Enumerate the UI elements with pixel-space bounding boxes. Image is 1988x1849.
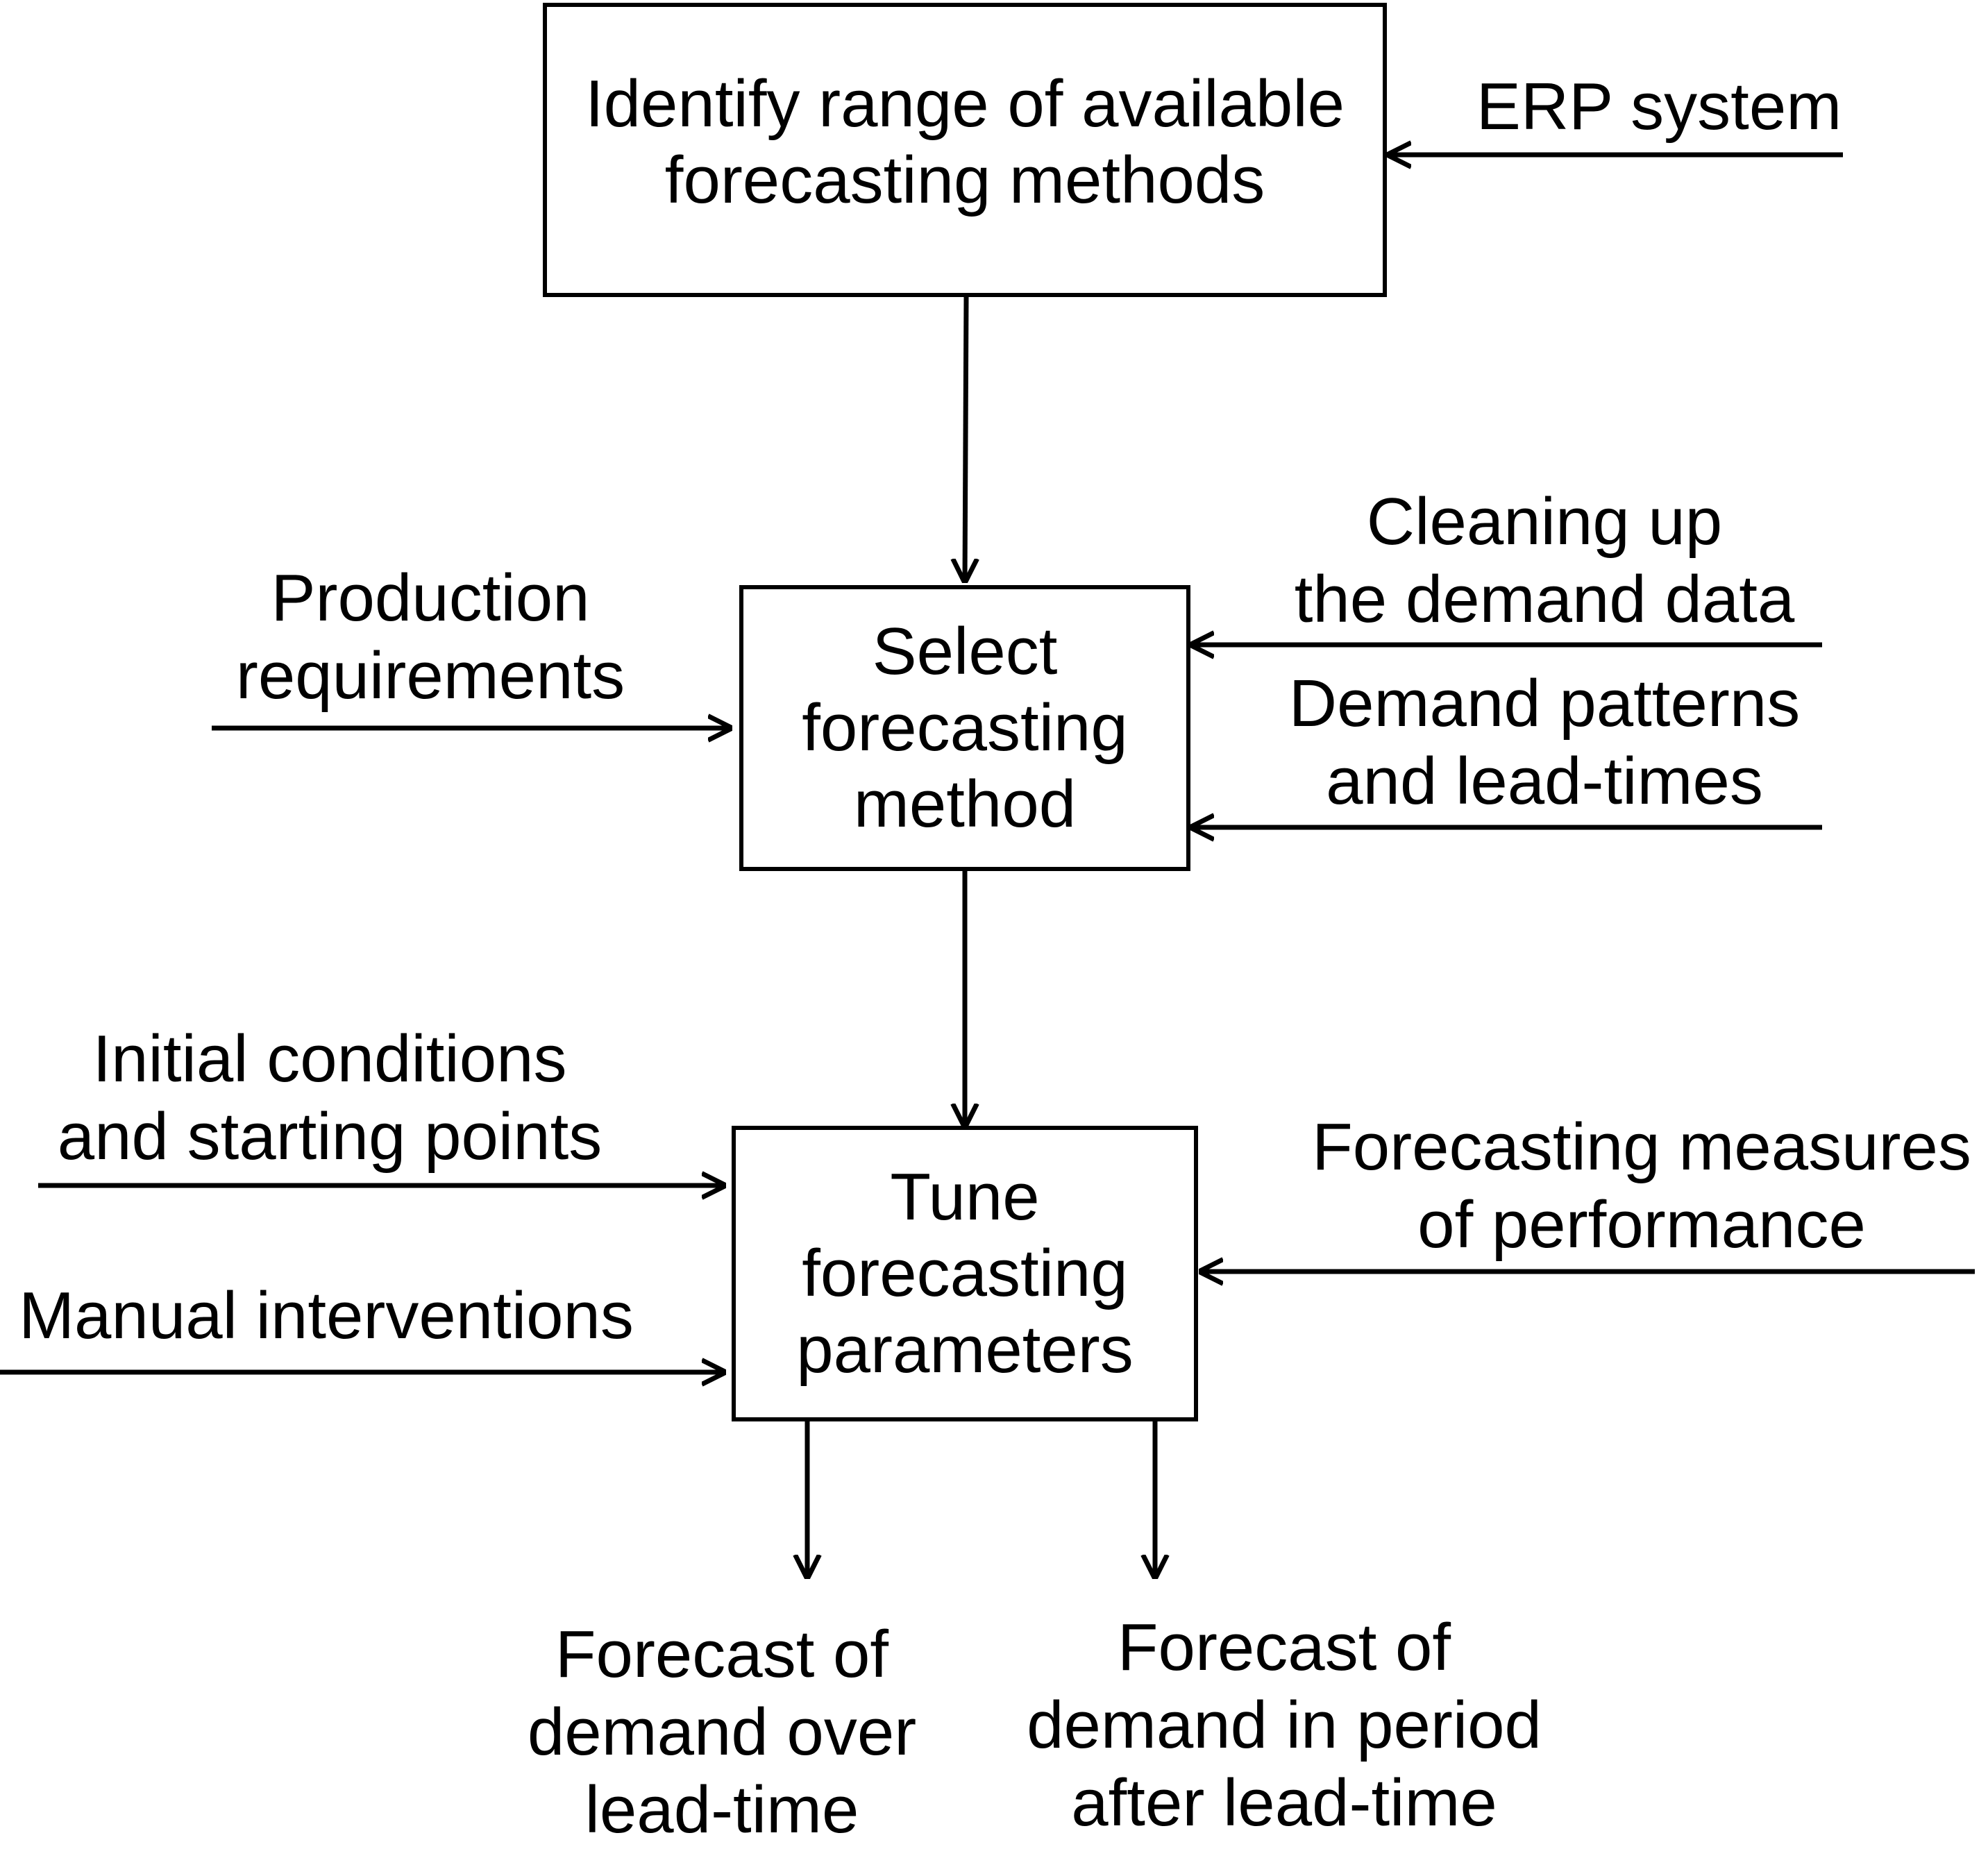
- tune-parameters-box: Tune forecasting parameters: [732, 1126, 1198, 1421]
- forecast-over-lead-time-line-1: Forecast of: [555, 1617, 889, 1691]
- demand-patterns-label: Demand patterns and lead-times: [1274, 665, 1815, 820]
- manual-interventions-line-1: Manual interventions: [19, 1278, 634, 1353]
- cleaning-demand-data-line-1: Cleaning up: [1366, 484, 1723, 559]
- erp-system-label: ERP system: [1465, 68, 1853, 146]
- select-method-line-3: method: [853, 767, 1077, 841]
- erp-system-line-1: ERP system: [1476, 69, 1842, 144]
- tune-parameters-line-1: Tune: [890, 1160, 1040, 1234]
- initial-conditions-label: Initial conditions and starting points: [28, 1020, 632, 1176]
- manual-interventions-label: Manual interventions: [0, 1277, 652, 1355]
- tune-parameters-line-2: forecasting: [802, 1236, 1128, 1310]
- cleaning-demand-data-label: Cleaning up the demand data: [1274, 483, 1815, 639]
- forecasting-measures-line-2: of performance: [1417, 1188, 1866, 1262]
- forecasting-measures-line-1: Forecasting measures: [1312, 1110, 1971, 1184]
- identify-methods-line-1: Identify range of available: [584, 67, 1345, 141]
- identify-methods-box: Identify range of available forecasting …: [543, 3, 1387, 297]
- forecast-over-lead-time-line-3: lead-time: [584, 1773, 859, 1847]
- demand-patterns-line-1: Demand patterns: [1288, 666, 1801, 741]
- arrow-identify-to-select: [965, 296, 966, 583]
- forecast-after-lead-time-line-1: Forecast of: [1117, 1610, 1451, 1685]
- forecasting-measures-label: Forecasting measures of performance: [1298, 1108, 1985, 1264]
- identify-methods-line-2: forecasting methods: [664, 143, 1265, 217]
- production-requirements-line-2: requirements: [235, 639, 625, 713]
- forecast-over-lead-time-label: Forecast of demand over lead-time: [500, 1616, 944, 1849]
- forecast-after-lead-time-line-3: after lead-time: [1071, 1766, 1497, 1840]
- production-requirements-label: Production requirements: [215, 559, 646, 715]
- forecast-after-lead-time-line-2: demand in period: [1027, 1688, 1542, 1762]
- initial-conditions-line-1: Initial conditions: [92, 1022, 567, 1096]
- select-method-box: Select forecasting method: [739, 585, 1190, 871]
- select-method-line-1: Select: [872, 614, 1058, 689]
- forecast-over-lead-time-line-2: demand over: [527, 1695, 917, 1769]
- forecast-after-lead-time-label: Forecast of demand in period after lead-…: [986, 1609, 1583, 1842]
- initial-conditions-line-2: and starting points: [57, 1099, 603, 1174]
- select-method-line-2: forecasting: [802, 691, 1128, 765]
- demand-patterns-line-2: and lead-times: [1326, 744, 1763, 818]
- tune-parameters-line-3: parameters: [796, 1312, 1134, 1387]
- cleaning-demand-data-line-2: the demand data: [1294, 562, 1795, 636]
- production-requirements-line-1: Production: [271, 561, 590, 635]
